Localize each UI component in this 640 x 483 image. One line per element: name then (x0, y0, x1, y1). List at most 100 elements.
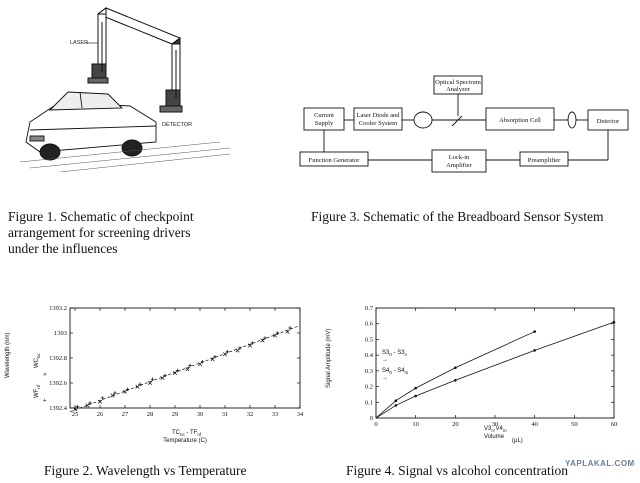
fig2-point (275, 331, 280, 335)
fig2-ylabel: Wavelength (nm) (5, 333, 11, 378)
fig2-xtick-label: 31 (222, 411, 229, 418)
fig2-point (200, 359, 205, 364)
figure1-illustration: LASER DETECTOR (20, 7, 231, 172)
fig4-point (414, 394, 417, 398)
laser-diode-label-1: Laser Diode and (357, 112, 401, 119)
fig4-legend-2-mid: - S4 (392, 368, 405, 374)
laser-diode-label-2: Cooler System (359, 120, 397, 127)
figure4-caption: Figure 4. Signal vs alcohol concentratio… (346, 463, 568, 478)
fig2-point (272, 333, 278, 338)
fig2-point (175, 368, 180, 373)
fig4-ytick-label: 0.2 (365, 384, 373, 391)
fig2-point (172, 370, 178, 376)
fig2-point (247, 343, 253, 348)
fig2-point (88, 401, 92, 405)
fig2-point (97, 399, 103, 404)
fig4-legend-2-sub-a: 0 (389, 370, 392, 375)
diagram-wires (323, 94, 609, 161)
lens-left (413, 111, 433, 129)
fig4-ytick-label: 0.4 (365, 352, 374, 359)
fig2-xtick-label: 29 (172, 411, 179, 418)
fig2-xtick-label: 33 (272, 411, 279, 418)
fig4-point (394, 404, 398, 407)
current-supply-label-2: Supply (315, 120, 334, 127)
lockin-label-2: Amplifier (446, 162, 472, 169)
fig4-point (533, 349, 536, 352)
fig2-point (213, 354, 217, 359)
fig4-xlabel-unit: (μL) (512, 438, 523, 444)
car-illustration (25, 91, 157, 161)
fig1-detector-label: DETECTOR (162, 122, 192, 128)
fig2-xtick-label: 30 (197, 411, 204, 418)
fig4-xlabel-sub2: m (503, 428, 507, 433)
fig4-legend-2-main: S4 (382, 368, 390, 374)
fig4-xlabel-main: V3 (484, 426, 492, 432)
figure1-caption-line1: Figure 1. Schematic of checkpoint (8, 209, 194, 224)
fig2-point (147, 380, 153, 386)
figure3-caption: Figure 3. Schematic of the Breadboard Se… (311, 209, 604, 224)
fig2-point (188, 363, 192, 368)
fig2-point (72, 407, 78, 412)
figure1-caption-line2: arrangement for screening drivers (8, 225, 191, 240)
fig4-xtick-label: 30 (492, 421, 499, 428)
gantry-structure (87, 7, 183, 113)
fig4-xlabel-mid: ,V4 (494, 426, 504, 432)
fig2-xexpr-main: TC (172, 430, 181, 436)
fig2-point (225, 349, 230, 354)
osa-label-1: Optical Spectrum (435, 79, 481, 86)
fig2-plot-frame (69, 307, 301, 409)
fig4-xtick-label: 50 (571, 421, 578, 428)
fig2-xtick-label: 26 (97, 411, 104, 418)
fig2-ytick-label: 1392.8 (49, 355, 67, 362)
fig2-point (288, 326, 292, 330)
fig4-xtick-label: 10 (412, 421, 419, 428)
fig2-point (185, 367, 190, 372)
laser-diode-block (353, 107, 403, 131)
fig2-xexpr-mid: - TF (185, 430, 198, 436)
fig2-point (122, 389, 128, 394)
fig2-legend-1-main: WC (34, 357, 40, 368)
ground-hatching (20, 141, 231, 172)
fig2-point (235, 348, 240, 353)
fig4-point (612, 320, 616, 324)
fig2-point (110, 393, 115, 398)
fig4-point (414, 386, 417, 390)
fig4-xlabel-expression: V3n,V4m (484, 426, 507, 433)
preamplifier-label: Preamplifier (528, 157, 561, 164)
fig4-xlabel-sub1: n (491, 428, 494, 433)
fig2-point (238, 346, 242, 350)
fig2-legend-1-sub: nc (36, 352, 41, 358)
fig2-point (210, 357, 215, 362)
fig2-point (160, 375, 165, 381)
fig2-xlabel-expression: TCnc - TFnf (172, 430, 202, 437)
optical-spectrum-analyzer-block (433, 75, 483, 95)
preamplifier-block (519, 151, 569, 167)
function-generator-block (299, 151, 369, 167)
fig4-legend-1-arrow: → (382, 357, 388, 363)
fig2-legend-2-sub: nf (36, 384, 41, 389)
fig2-point (250, 341, 255, 345)
fig2-legend-2-marker: + (43, 398, 49, 402)
fig2-legend: WCnc × WFnf + (34, 352, 49, 402)
figure1-caption-line3: under the influences (8, 241, 118, 256)
fig4-plot-frame (375, 307, 615, 419)
figure1-caption: Figure 1. Schematic of checkpoint arrang… (8, 209, 308, 257)
fig2-xtick-label: 34 (297, 411, 304, 418)
fig2-point (75, 404, 80, 409)
lens-right (567, 111, 577, 129)
watermark: YAPLAKAL.COM (565, 459, 635, 468)
fig4-xtick-label: 20 (452, 421, 459, 428)
fig2-point (263, 336, 267, 340)
fig2-xtick-label: 27 (122, 411, 129, 418)
fig4-legend-1: S30 - S3n (382, 350, 408, 357)
fig4-ytick-label: 0.7 (365, 305, 374, 312)
fig2-legend-1: WCnc (34, 352, 41, 368)
fig4-ytick-label: 0.6 (365, 321, 374, 328)
fig2-point (135, 384, 140, 389)
fig2-ytick-label: 1392.4 (49, 405, 68, 412)
fig4-ytick-label: 0 (370, 415, 373, 422)
fig2-marks (69, 325, 301, 413)
lockin-amplifier-block (431, 149, 487, 173)
fig2-point (260, 338, 265, 343)
